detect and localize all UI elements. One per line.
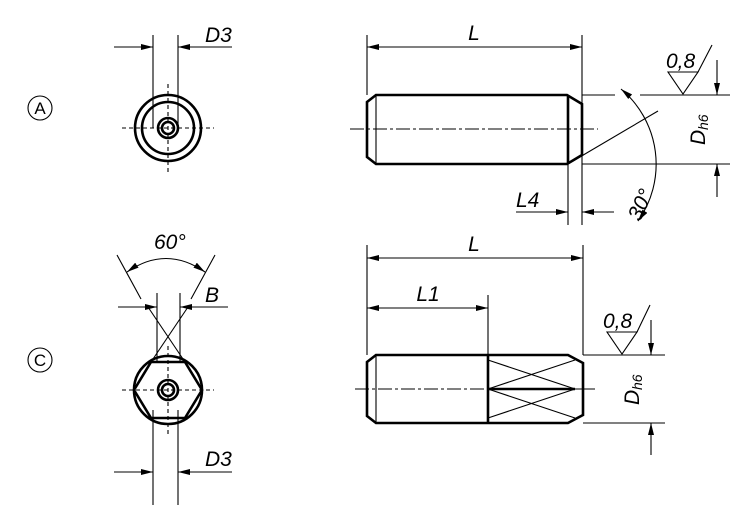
dim-angle-60: 60° (154, 231, 186, 254)
surface-roughness-symbol-c (605, 304, 651, 355)
dim-d-c: D (621, 390, 644, 405)
dim-l4: L4 (516, 189, 539, 212)
surface-roughness-symbol-a (666, 44, 713, 95)
roughness-a: 0,8 (666, 50, 696, 73)
dim-d3-c: D3 (205, 448, 232, 471)
dim-d-a: D (687, 130, 710, 145)
svg-text:C: C (34, 351, 46, 370)
dim-d3-a: D3 (205, 24, 232, 47)
variant-c-label: C (27, 347, 53, 373)
svg-text:A: A (34, 99, 46, 118)
dim-l-a: L (468, 22, 480, 45)
tolerance-h6-a: h6 (695, 114, 711, 130)
variant-a-end-view: D3 (114, 24, 232, 172)
dim-b: B (205, 284, 219, 307)
roughness-c: 0,8 (603, 310, 633, 333)
dim-l-c: L (468, 233, 480, 256)
tolerance-h6-c: h6 (629, 374, 645, 390)
variant-c-side-view: L L1 D h6 0,8 (355, 233, 665, 455)
variant-c-end-view: B 60° D3 (114, 231, 232, 505)
variant-a-side-view: L L4 30° D h6 0,8 (350, 22, 730, 225)
variant-a-label: A (27, 95, 53, 121)
dim-l1: L1 (416, 283, 439, 306)
